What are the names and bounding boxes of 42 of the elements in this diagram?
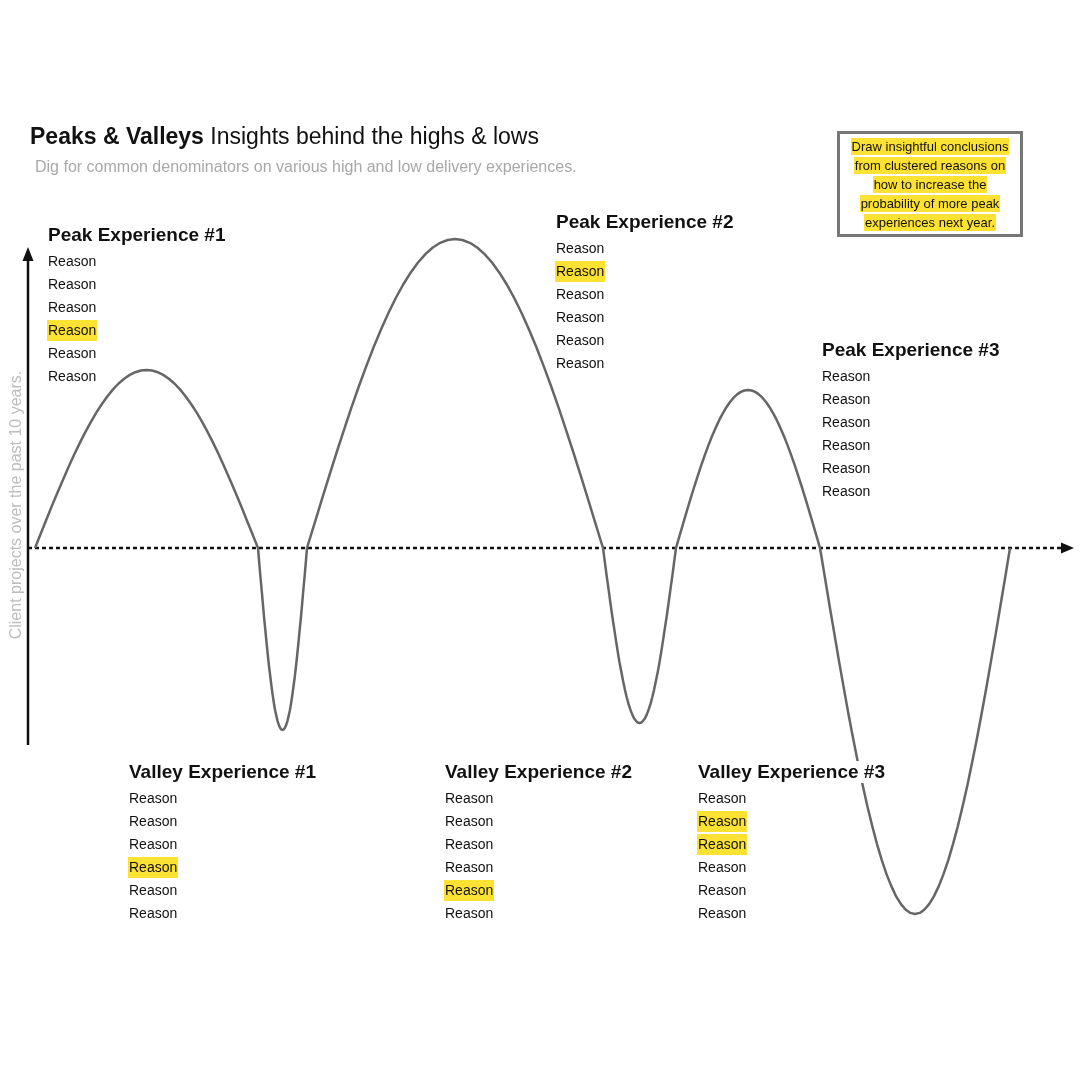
highlighted-reason: Reason	[697, 811, 748, 832]
reason-text: Reason	[48, 253, 97, 270]
reason-text: Reason	[698, 882, 747, 899]
reason-text: Reason	[129, 836, 178, 853]
reason-text: Reason	[556, 309, 605, 326]
reason-text: Reason	[129, 790, 178, 807]
reason-text: Reason	[822, 414, 871, 431]
reason-text: Reason	[822, 460, 871, 477]
section-heading: Valley Experience #3	[698, 761, 885, 783]
reason-text: Reason	[129, 813, 178, 830]
highlighted-reason: Reason	[444, 880, 495, 901]
subtitle-text: Dig for common denominators on various high and low delivery experiences.	[35, 158, 577, 176]
highlighted-reason: Reason	[555, 261, 606, 282]
reason-text: Reason	[445, 905, 494, 922]
reason-text: Reason	[822, 368, 871, 385]
reason-text: Reason	[822, 483, 871, 500]
reason-text: Reason	[129, 905, 178, 922]
highlighted-reason: Reason	[47, 320, 98, 341]
reason-text: Reason	[698, 905, 747, 922]
highlighted-reason: Reason	[697, 834, 748, 855]
reason-text: Reason	[48, 299, 97, 316]
reason-text: Reason	[445, 836, 494, 853]
reason-text: Reason	[556, 355, 605, 372]
reason-text: Reason	[129, 882, 178, 899]
diagram-title: Peaks & Valleys Insights behind the highs & lows	[30, 122, 539, 150]
reason-text: Reason	[822, 391, 871, 408]
reason-text: Reason	[48, 345, 97, 362]
reason-text: Reason	[48, 368, 97, 385]
reason-text: Reason	[698, 790, 747, 807]
reason-text: Reason	[822, 437, 871, 454]
highlighted-reason: Reason	[128, 857, 179, 878]
reason-text: Reason	[445, 859, 494, 876]
note-box	[837, 131, 1023, 237]
reason-text: Reason	[698, 859, 747, 876]
reason-text: Reason	[556, 332, 605, 349]
axis-label: Client projects over the past 10 years.	[7, 370, 25, 640]
reason-text: Reason	[445, 790, 494, 807]
reason-text: Reason	[556, 240, 605, 257]
reason-text: Reason	[556, 286, 605, 303]
reason-text: Reason	[445, 813, 494, 830]
reason-text: Reason	[48, 276, 97, 293]
note-text: Draw insightful conclusions from clustered reasons on how to increase the probability of more peak experiences next year.	[849, 136, 1011, 232]
